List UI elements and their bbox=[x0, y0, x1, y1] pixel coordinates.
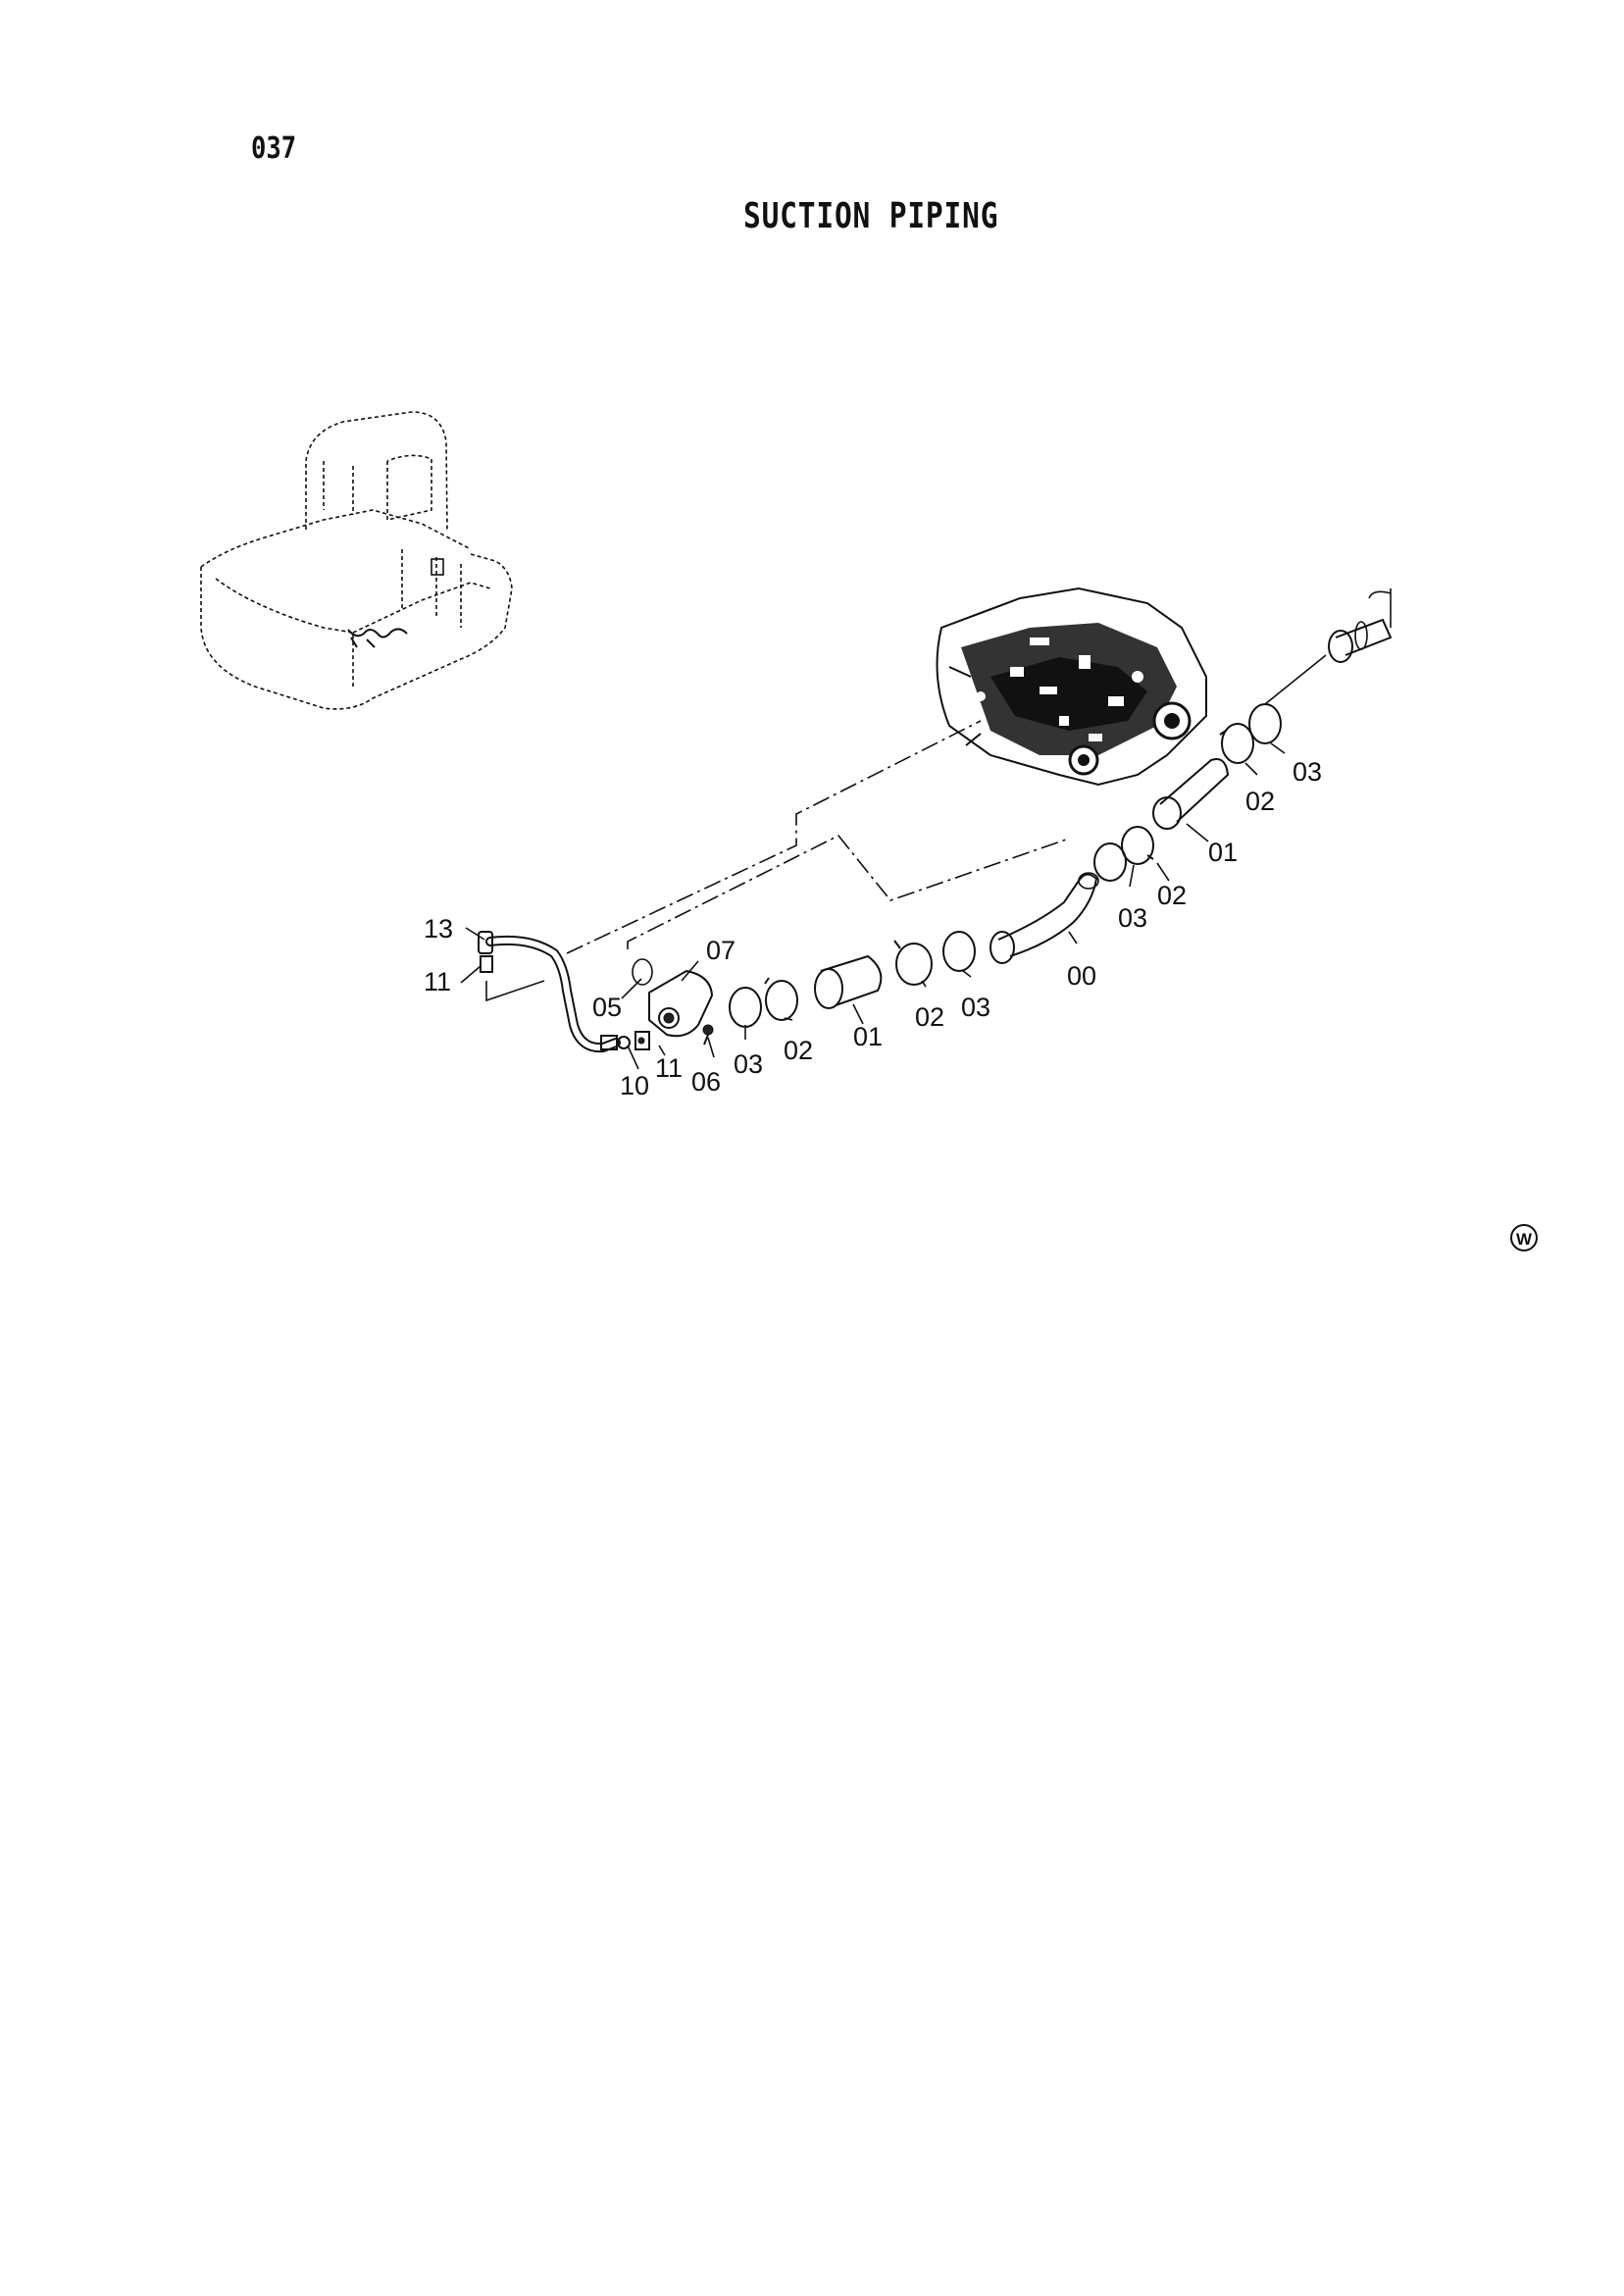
page-number: 037 bbox=[251, 131, 297, 166]
page-title: SUCTION PIPING bbox=[743, 196, 999, 236]
callout-03d: 03 bbox=[1293, 757, 1322, 787]
callout-11a: 11 bbox=[424, 967, 451, 996]
suction-flange bbox=[632, 958, 714, 1046]
machine-overview bbox=[200, 411, 513, 710]
callout-labels: 13 11 05 07 10 11 06 03 02 01 02 03 00 0… bbox=[424, 757, 1322, 1100]
callout-06: 06 bbox=[691, 1067, 721, 1097]
callout-11b: 11 bbox=[655, 1053, 683, 1083]
upper-clamps-and-hose bbox=[1093, 703, 1282, 882]
callout-01b: 01 bbox=[1208, 838, 1238, 867]
callout-05: 05 bbox=[592, 993, 622, 1022]
callout-01a: 01 bbox=[853, 1022, 883, 1051]
callout-03c: 03 bbox=[1118, 903, 1147, 933]
callout-02d: 02 bbox=[1245, 787, 1275, 816]
callout-13: 13 bbox=[424, 914, 453, 944]
callout-03a: 03 bbox=[734, 1049, 763, 1079]
callout-07: 07 bbox=[706, 936, 736, 965]
lower-clamps-and-hose bbox=[729, 931, 976, 1028]
tank-port bbox=[1328, 588, 1393, 663]
callout-03b: 03 bbox=[961, 993, 990, 1022]
circled-w-mark: W bbox=[1510, 1224, 1538, 1251]
elbow-hose bbox=[990, 872, 1099, 964]
callout-00: 00 bbox=[1067, 961, 1096, 991]
drain-pipe bbox=[478, 931, 650, 1053]
leader-lines bbox=[460, 742, 1286, 1070]
callout-02a: 02 bbox=[784, 1036, 813, 1065]
callout-02c: 02 bbox=[1157, 881, 1187, 910]
mark-letter: W bbox=[1516, 1230, 1533, 1249]
callout-10: 10 bbox=[620, 1071, 649, 1100]
reference-lines bbox=[485, 654, 1327, 1002]
pump-assembly bbox=[936, 587, 1207, 787]
callout-02b: 02 bbox=[915, 1002, 944, 1032]
